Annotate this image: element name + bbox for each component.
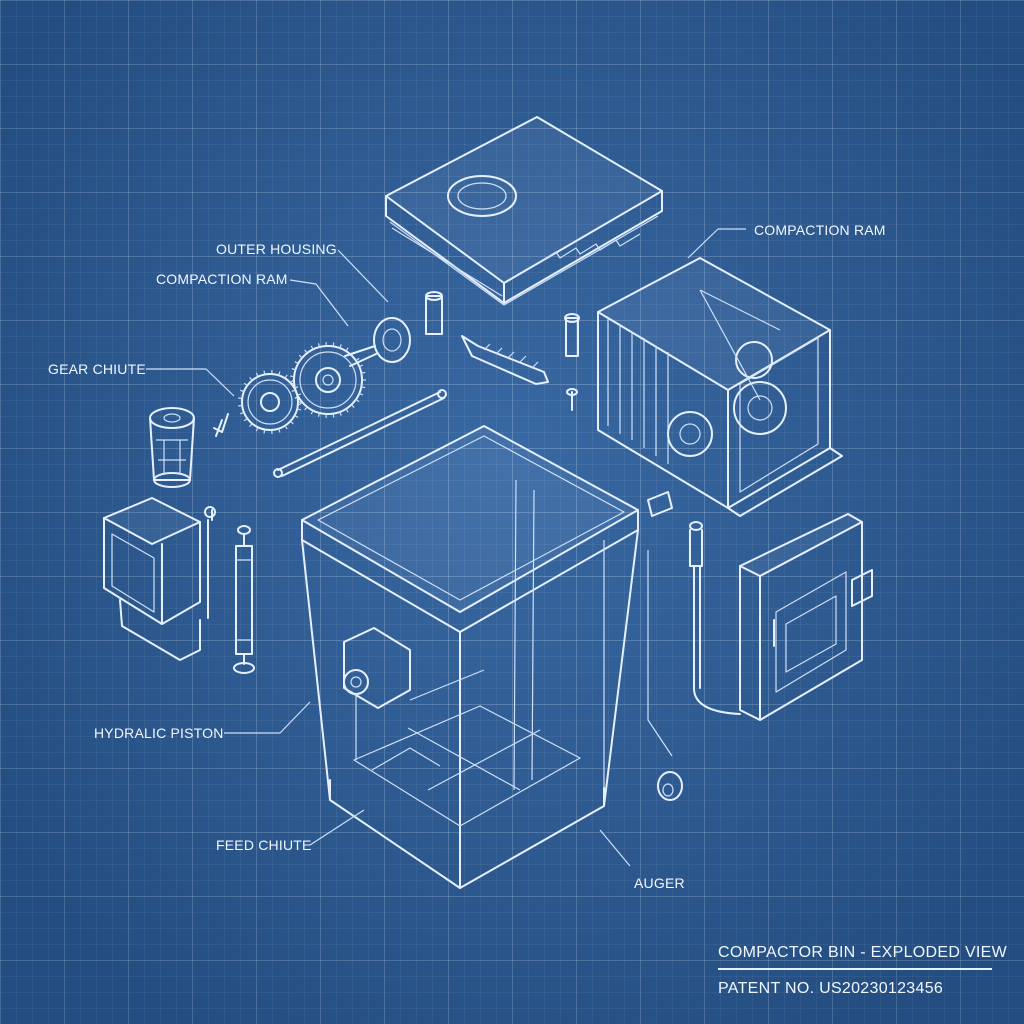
gear-tooth bbox=[359, 364, 364, 368]
gear-tooth bbox=[355, 398, 360, 403]
gear-tooth bbox=[298, 354, 303, 359]
gear-tooth bbox=[278, 371, 281, 376]
leader-hydralic-piston bbox=[224, 701, 311, 734]
gear-tooth bbox=[284, 374, 288, 379]
gear-tooth bbox=[294, 414, 299, 418]
gear-tooth bbox=[290, 420, 294, 425]
control-box-left bbox=[103, 497, 216, 661]
label-gear-chiute: GEAR CHIUTE bbox=[48, 361, 146, 377]
leader-nut bbox=[647, 550, 673, 757]
gear-tooth bbox=[304, 406, 308, 411]
gear-tooth bbox=[304, 349, 308, 354]
gear-train-part bbox=[213, 317, 411, 437]
title-block: COMPACTOR BIN - EXPLODED VIEW PATENT NO.… bbox=[718, 944, 1007, 998]
gear-tooth bbox=[339, 344, 342, 349]
gear-tooth bbox=[345, 408, 349, 413]
gear-tooth bbox=[249, 376, 253, 381]
patent-number: PATENT NO. US20230123456 bbox=[718, 980, 944, 997]
gear-tooth bbox=[243, 382, 248, 387]
gear-tooth bbox=[238, 404, 243, 407]
gear-tooth bbox=[240, 389, 245, 393]
gear-tooth bbox=[361, 386, 366, 389]
gear-tooth bbox=[294, 386, 299, 390]
leader-lines bbox=[146, 228, 746, 867]
leader-outer-housing bbox=[337, 249, 389, 303]
bin-body-part bbox=[301, 425, 639, 889]
gear-tooth bbox=[310, 410, 314, 415]
drawing-title: COMPACTOR BIN - EXPLODED VIEW bbox=[718, 944, 1007, 970]
gear-tooth bbox=[359, 392, 364, 396]
gear-tooth bbox=[317, 343, 321, 348]
filter-cylinder-part bbox=[149, 407, 195, 488]
gear-tooth bbox=[332, 342, 335, 347]
gear-tooth bbox=[350, 404, 355, 408]
gear-tooth bbox=[249, 423, 253, 428]
leader-feed-chiute bbox=[309, 809, 365, 846]
gear-small bbox=[373, 317, 411, 363]
gear-tooth bbox=[296, 408, 302, 411]
gear-tooth bbox=[263, 370, 266, 375]
gear-tooth bbox=[278, 428, 281, 433]
gear-tooth bbox=[317, 412, 321, 417]
hydraulic-piston-part bbox=[233, 525, 255, 674]
fasteners-part bbox=[425, 291, 673, 517]
leader-compaction-ram-left bbox=[289, 279, 349, 327]
gear-large bbox=[290, 342, 366, 418]
gear-tooth bbox=[238, 397, 243, 400]
label-compaction-ram-right: COMPACTION RAM bbox=[754, 222, 886, 238]
label-feed-chiute: FEED CHIUTE bbox=[216, 837, 312, 853]
gear-medium bbox=[238, 370, 302, 434]
gear-tooth bbox=[284, 425, 288, 430]
hose-fitting-part bbox=[689, 521, 741, 715]
label-auger: AUGER bbox=[634, 875, 685, 891]
gear-tooth bbox=[290, 379, 294, 384]
gear-tooth bbox=[296, 393, 302, 396]
gear-tooth bbox=[361, 371, 366, 374]
lid-part bbox=[385, 116, 663, 306]
gear-tooth bbox=[310, 345, 314, 350]
label-outer-housing: OUTER HOUSING bbox=[216, 241, 337, 257]
nut-part bbox=[657, 771, 683, 801]
long-rod-part bbox=[273, 389, 447, 478]
gear-tooth bbox=[332, 413, 335, 418]
leader-auger bbox=[599, 829, 631, 867]
gear-tooth bbox=[243, 417, 248, 422]
label-hydralic-piston: HYDRALIC PISTON bbox=[94, 725, 224, 741]
gear-tooth bbox=[255, 427, 259, 432]
motor-box-right bbox=[739, 513, 873, 721]
gear-tooth bbox=[355, 357, 360, 362]
gear-tooth bbox=[263, 429, 266, 434]
gear-tooth bbox=[339, 411, 342, 416]
gear-tooth bbox=[345, 347, 349, 352]
compaction-ram-assembly bbox=[597, 257, 843, 517]
leader-compaction-ram-right bbox=[687, 228, 746, 259]
gear-tooth bbox=[291, 368, 296, 371]
label-compaction-ram-left: COMPACTION RAM bbox=[156, 271, 288, 287]
gear-tooth bbox=[294, 361, 299, 365]
gear-tooth bbox=[240, 411, 245, 415]
leader-gear-chiute bbox=[146, 368, 235, 397]
gear-tooth bbox=[255, 372, 259, 377]
